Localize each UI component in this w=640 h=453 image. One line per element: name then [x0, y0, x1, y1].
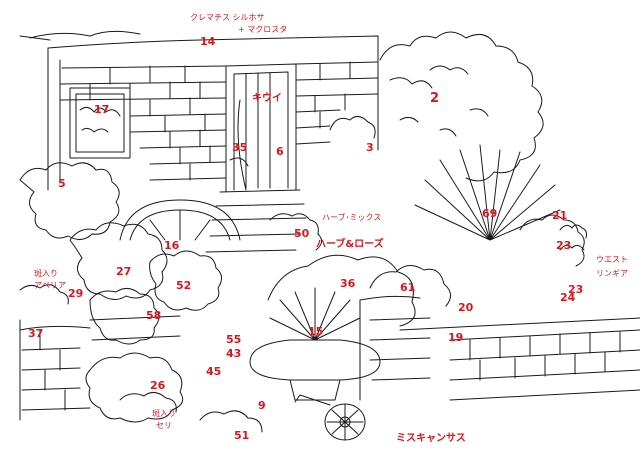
plant-number-55: 55 [226, 333, 242, 346]
plant-number-37: 37 [28, 327, 44, 340]
plant-number-61: 61 [400, 281, 416, 294]
abelia-label-2: アベリア [34, 281, 66, 290]
plant-number-2: 2 [430, 91, 440, 106]
plant-number-35: 35 [232, 141, 248, 154]
plant-number-58: 58 [146, 309, 162, 322]
plant-number-16: 16 [164, 239, 180, 252]
plant-number-29: 29 [68, 287, 84, 300]
herb-label: ハーブ･ミックス [322, 213, 382, 222]
yucca-plant [414, 144, 561, 241]
plant-number-19: 19 [448, 331, 464, 344]
miscanthus-label: ミスキャンサス [396, 433, 466, 444]
shrubs [19, 99, 585, 433]
plant-number-6: 6 [276, 145, 284, 158]
dry-stone-wall [19, 295, 640, 421]
plant-number-24: 24 [560, 291, 576, 304]
west-label: ウエスト [596, 255, 628, 264]
door [205, 63, 307, 253]
abelia-label: 斑入り [34, 269, 58, 278]
plant-number-45: 45 [206, 365, 222, 378]
plant-number-14: 14 [200, 35, 216, 48]
plant-number-17: 17 [94, 103, 110, 116]
plant-number-36: 36 [340, 277, 356, 290]
plant-number-23-upper: 23 [556, 239, 572, 252]
seri-label-2: セリ [156, 421, 172, 430]
plant-number-23-lower: 23 [568, 283, 584, 296]
plant-number-69: 69 [482, 207, 498, 220]
seri-label: 斑入り [152, 409, 176, 418]
plant-number-9: 9 [258, 399, 266, 412]
plant-number-3: 3 [366, 141, 374, 154]
plant-number-27: 27 [116, 265, 132, 278]
cart-wheel [294, 394, 366, 441]
plant-number-21: 21 [552, 209, 568, 222]
wagon-wheel [119, 199, 241, 241]
kiwi-label: キウイ [252, 93, 282, 104]
tree-canopy [379, 31, 544, 182]
plant-number-15: 15 [308, 325, 324, 338]
plant-number-50: 50 [294, 227, 310, 240]
plant-number-26: 26 [150, 379, 166, 392]
plant-number-43: 43 [226, 347, 242, 360]
clematis-label: クレマチス シルホサ [190, 13, 265, 22]
plant-number-5: 5 [58, 177, 66, 190]
plant-number-51: 51 [234, 429, 250, 442]
west-label-2: リンギア [596, 269, 628, 278]
window [69, 87, 131, 159]
rose-label: ハーブ&ローズ [316, 239, 384, 250]
stone-wall-building [19, 30, 379, 191]
clematis-label-2: + マクロスタ [238, 25, 288, 34]
plant-number-52: 52 [176, 279, 192, 292]
flower-cluster [559, 224, 587, 251]
plant-number-20: 20 [458, 301, 474, 314]
